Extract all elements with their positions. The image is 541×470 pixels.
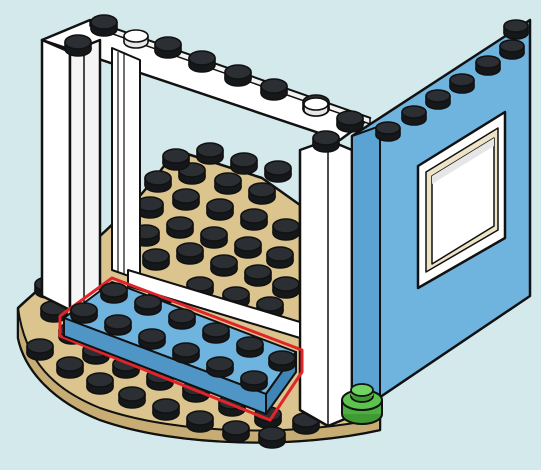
- plate-stud: [105, 315, 131, 335]
- frame-stud: [65, 35, 91, 56]
- white-stud: [304, 98, 328, 116]
- frame-stud: [155, 37, 181, 58]
- wall-stud: [426, 90, 450, 109]
- base-stud: [143, 249, 169, 270]
- frame-stud: [337, 111, 363, 132]
- plate-stud: [135, 295, 161, 315]
- base-stud: [201, 227, 227, 248]
- base-stud: [163, 149, 189, 170]
- base-stud: [153, 399, 179, 420]
- frame-stud: [313, 131, 339, 152]
- plate-stud: [71, 303, 97, 323]
- frame-stud: [91, 15, 117, 36]
- frame-stud: [225, 65, 251, 86]
- wall-stud: [500, 40, 524, 59]
- base-stud: [215, 173, 241, 194]
- plate-stud: [203, 323, 229, 343]
- plate-stud: [101, 283, 127, 303]
- base-stud: [223, 421, 249, 442]
- plate-stud: [173, 343, 199, 363]
- wall-stud: [450, 74, 474, 93]
- base-stud: [245, 265, 271, 286]
- blue-wall-panel: [352, 20, 530, 416]
- base-stud: [119, 387, 145, 408]
- base-stud: [273, 277, 299, 298]
- plate-stud: [169, 309, 195, 329]
- base-stud: [235, 237, 261, 258]
- base-stud: [145, 171, 171, 192]
- base-stud: [249, 183, 275, 204]
- base-stud: [267, 247, 293, 268]
- base-stud: [273, 219, 299, 240]
- base-stud: [197, 143, 223, 164]
- base-stud: [177, 243, 203, 264]
- plate-stud: [139, 329, 165, 349]
- base-stud: [187, 411, 213, 432]
- base-stud: [167, 217, 193, 238]
- base-stud: [173, 189, 199, 210]
- plate-stud: [269, 351, 295, 371]
- frame-stud: [189, 51, 215, 72]
- base-stud: [57, 357, 83, 378]
- white-stud: [124, 30, 148, 48]
- plate-stud: [237, 337, 263, 357]
- plate-stud: [241, 371, 267, 391]
- base-stud: [231, 153, 257, 174]
- wall-stud: [376, 122, 400, 141]
- base-stud: [259, 427, 285, 448]
- wall-stud: [504, 20, 528, 39]
- base-stud: [211, 255, 237, 276]
- base-stud: [207, 199, 233, 220]
- base-stud: [265, 161, 291, 182]
- wall-stud: [402, 106, 426, 125]
- base-stud: [87, 373, 113, 394]
- base-stud: [27, 339, 53, 360]
- frame-stud: [261, 79, 287, 100]
- base-stud: [241, 209, 267, 230]
- plate-stud: [207, 357, 233, 377]
- wall-stud: [476, 56, 500, 75]
